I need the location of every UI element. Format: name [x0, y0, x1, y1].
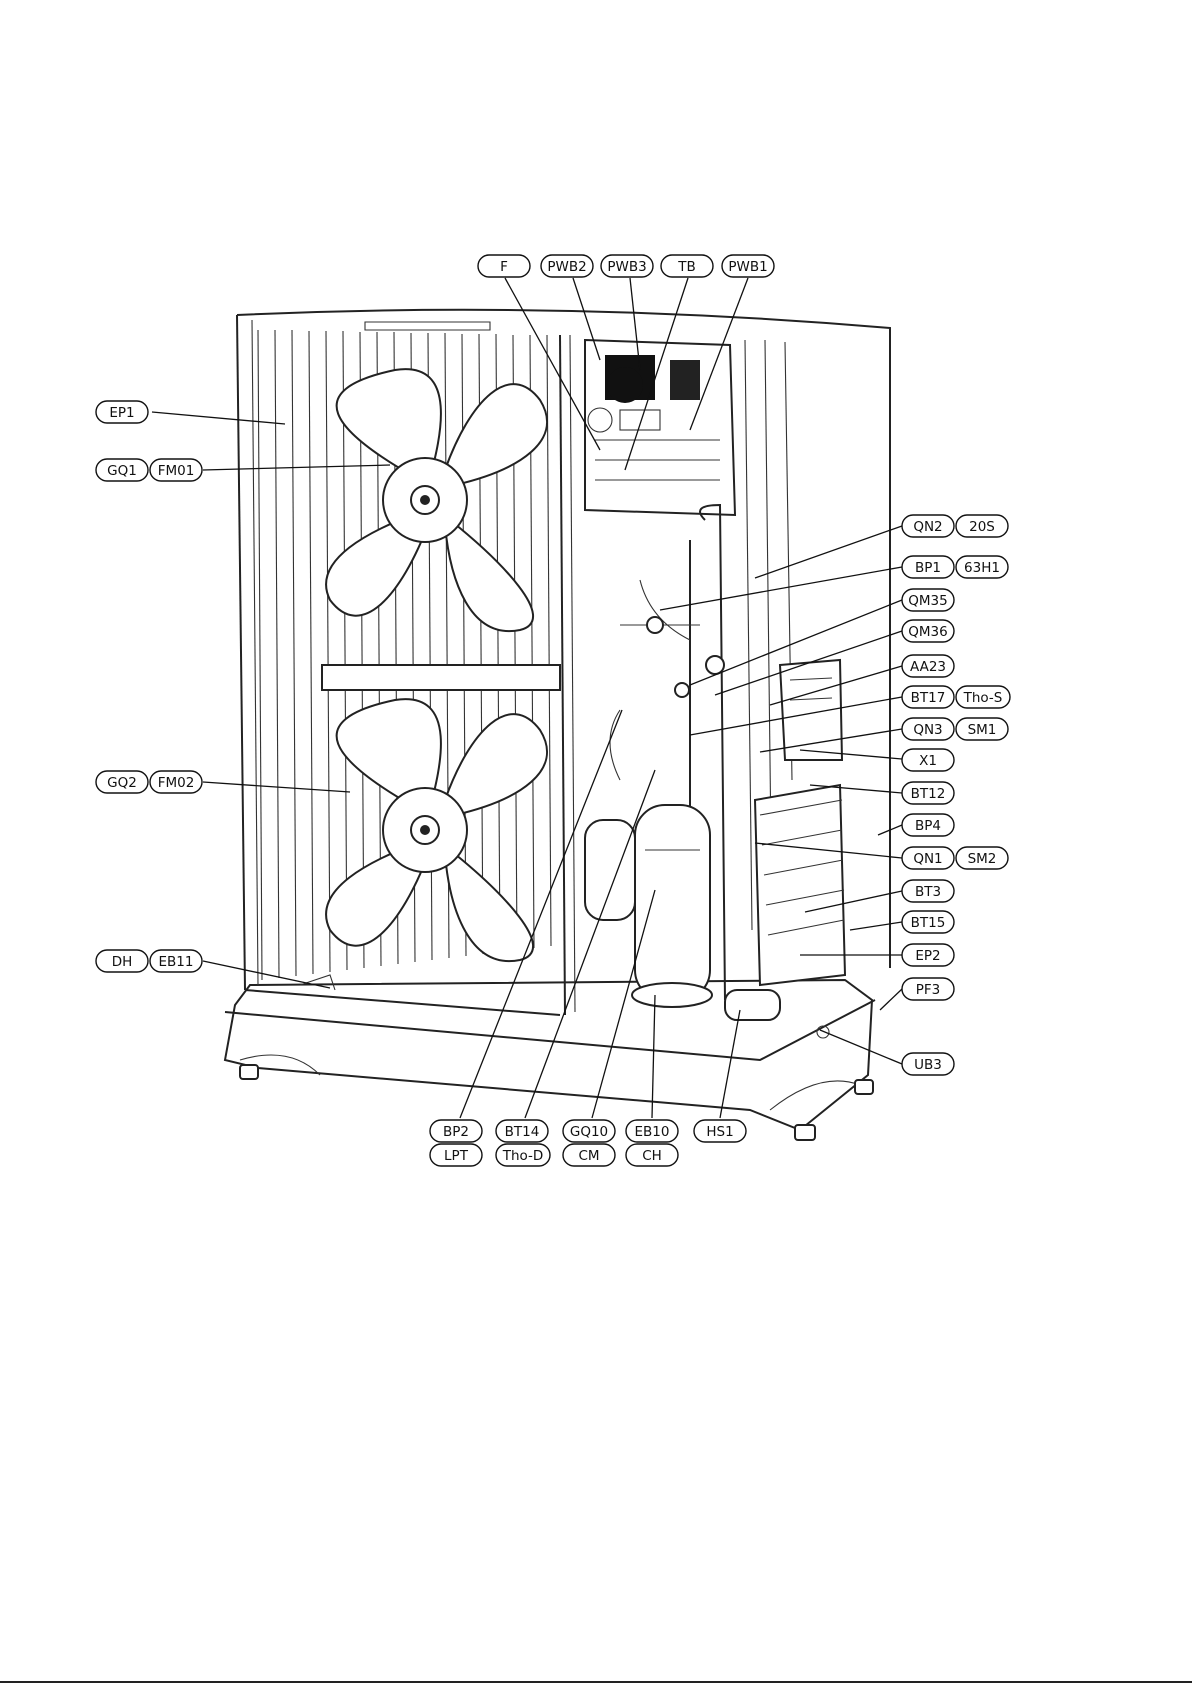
tag-qn2: QN2 [902, 515, 954, 537]
tag-x1: X1 [902, 749, 954, 771]
tag-ep2: EP2 [902, 944, 954, 966]
tag-fm02: FM02 [150, 771, 202, 793]
svg-text:GQ1: GQ1 [107, 463, 137, 479]
svg-text:BT12: BT12 [911, 786, 946, 802]
tag-gq2: GQ2 [96, 771, 148, 793]
tag-qm35: QM35 [902, 589, 954, 611]
tag-qn3: QN3 [902, 718, 954, 740]
svg-text:BP4: BP4 [915, 818, 941, 834]
svg-text:LPT: LPT [444, 1148, 469, 1164]
tag-ep1: EP1 [96, 401, 148, 423]
svg-text:PF3: PF3 [916, 982, 941, 998]
svg-text:QM36: QM36 [908, 624, 947, 640]
tag-qm36: QM36 [902, 620, 954, 642]
svg-text:SM2: SM2 [968, 851, 997, 867]
svg-text:PWB2: PWB2 [547, 259, 586, 275]
svg-text:20S: 20S [969, 519, 995, 535]
tag-ub3: UB3 [902, 1053, 954, 1075]
tag-bp2: BP2 [430, 1120, 482, 1142]
tag-bt17: BT17 [902, 686, 954, 708]
tag-tb: TB [661, 255, 713, 277]
svg-text:EB11: EB11 [159, 954, 194, 970]
svg-text:PWB3: PWB3 [607, 259, 646, 275]
svg-text:X1: X1 [919, 753, 937, 769]
svg-text:QN3: QN3 [913, 722, 942, 738]
tag-fm01: FM01 [150, 459, 202, 481]
svg-text:BT14: BT14 [505, 1124, 540, 1140]
bottom-rule [0, 1681, 1192, 1683]
tag-eb11: EB11 [150, 950, 202, 972]
svg-text:EB10: EB10 [635, 1124, 670, 1140]
tag-63h1: 63H1 [956, 556, 1008, 578]
svg-text:GQ10: GQ10 [570, 1124, 608, 1140]
tag-pwb2: PWB2 [541, 255, 593, 277]
tag-bt3: BT3 [902, 880, 954, 902]
tag-f: F [478, 255, 530, 277]
tag-pwb3: PWB3 [601, 255, 653, 277]
tag-aa23: AA23 [902, 655, 954, 677]
svg-text:EP2: EP2 [915, 948, 940, 964]
svg-text:BT17: BT17 [911, 690, 946, 706]
tag-ch: CH [626, 1144, 678, 1166]
tag-hs1: HS1 [694, 1120, 746, 1142]
svg-text:EP1: EP1 [109, 405, 134, 421]
svg-text:Tho-D: Tho-D [502, 1148, 544, 1164]
svg-text:GQ2: GQ2 [107, 775, 137, 791]
tag-cm: CM [563, 1144, 615, 1166]
lower-fan [326, 699, 547, 961]
tag-bt12: BT12 [902, 782, 954, 804]
tag-20s: 20S [956, 515, 1008, 537]
svg-text:UB3: UB3 [914, 1057, 942, 1073]
tag-gq1: GQ1 [96, 459, 148, 481]
tag-lpt: LPT [430, 1144, 482, 1166]
svg-text:BP2: BP2 [443, 1124, 469, 1140]
tag-bt14: BT14 [496, 1120, 548, 1142]
svg-text:BP1: BP1 [915, 560, 941, 576]
control-box [585, 340, 735, 515]
svg-text:Tho-S: Tho-S [963, 690, 1003, 706]
tag-dh: DH [96, 950, 148, 972]
svg-text:QM35: QM35 [908, 593, 947, 609]
svg-text:PWB1: PWB1 [728, 259, 767, 275]
heat-pump-illustration [225, 310, 890, 1140]
svg-text:QN2: QN2 [913, 519, 942, 535]
svg-text:BT15: BT15 [911, 915, 946, 931]
svg-text:63H1: 63H1 [964, 560, 1000, 576]
svg-text:SM1: SM1 [968, 722, 997, 738]
tag-bt15: BT15 [902, 911, 954, 933]
tag-pwb1: PWB1 [722, 255, 774, 277]
plate-heat-exchanger [755, 660, 845, 985]
svg-text:CM: CM [578, 1148, 599, 1164]
tag-sm1: SM1 [956, 718, 1008, 740]
svg-text:FM01: FM01 [158, 463, 195, 479]
svg-text:FM02: FM02 [158, 775, 195, 791]
tag-eb10: EB10 [626, 1120, 678, 1142]
tag-sm2: SM2 [956, 847, 1008, 869]
tag-tho-d: Tho-D [496, 1144, 550, 1166]
tag-bp4: BP4 [902, 814, 954, 836]
tag-qn1: QN1 [902, 847, 954, 869]
svg-text:TB: TB [677, 259, 696, 275]
tag-bp1: BP1 [902, 556, 954, 578]
svg-text:DH: DH [112, 954, 133, 970]
svg-text:F: F [500, 259, 508, 275]
svg-text:CH: CH [642, 1148, 662, 1164]
svg-text:BT3: BT3 [915, 884, 941, 900]
tag-pf3: PF3 [902, 978, 954, 1000]
svg-text:QN1: QN1 [913, 851, 942, 867]
svg-text:AA23: AA23 [910, 659, 946, 675]
svg-text:HS1: HS1 [706, 1124, 733, 1140]
tag-tho-s: Tho-S [956, 686, 1010, 708]
tag-gq10: GQ10 [563, 1120, 615, 1142]
